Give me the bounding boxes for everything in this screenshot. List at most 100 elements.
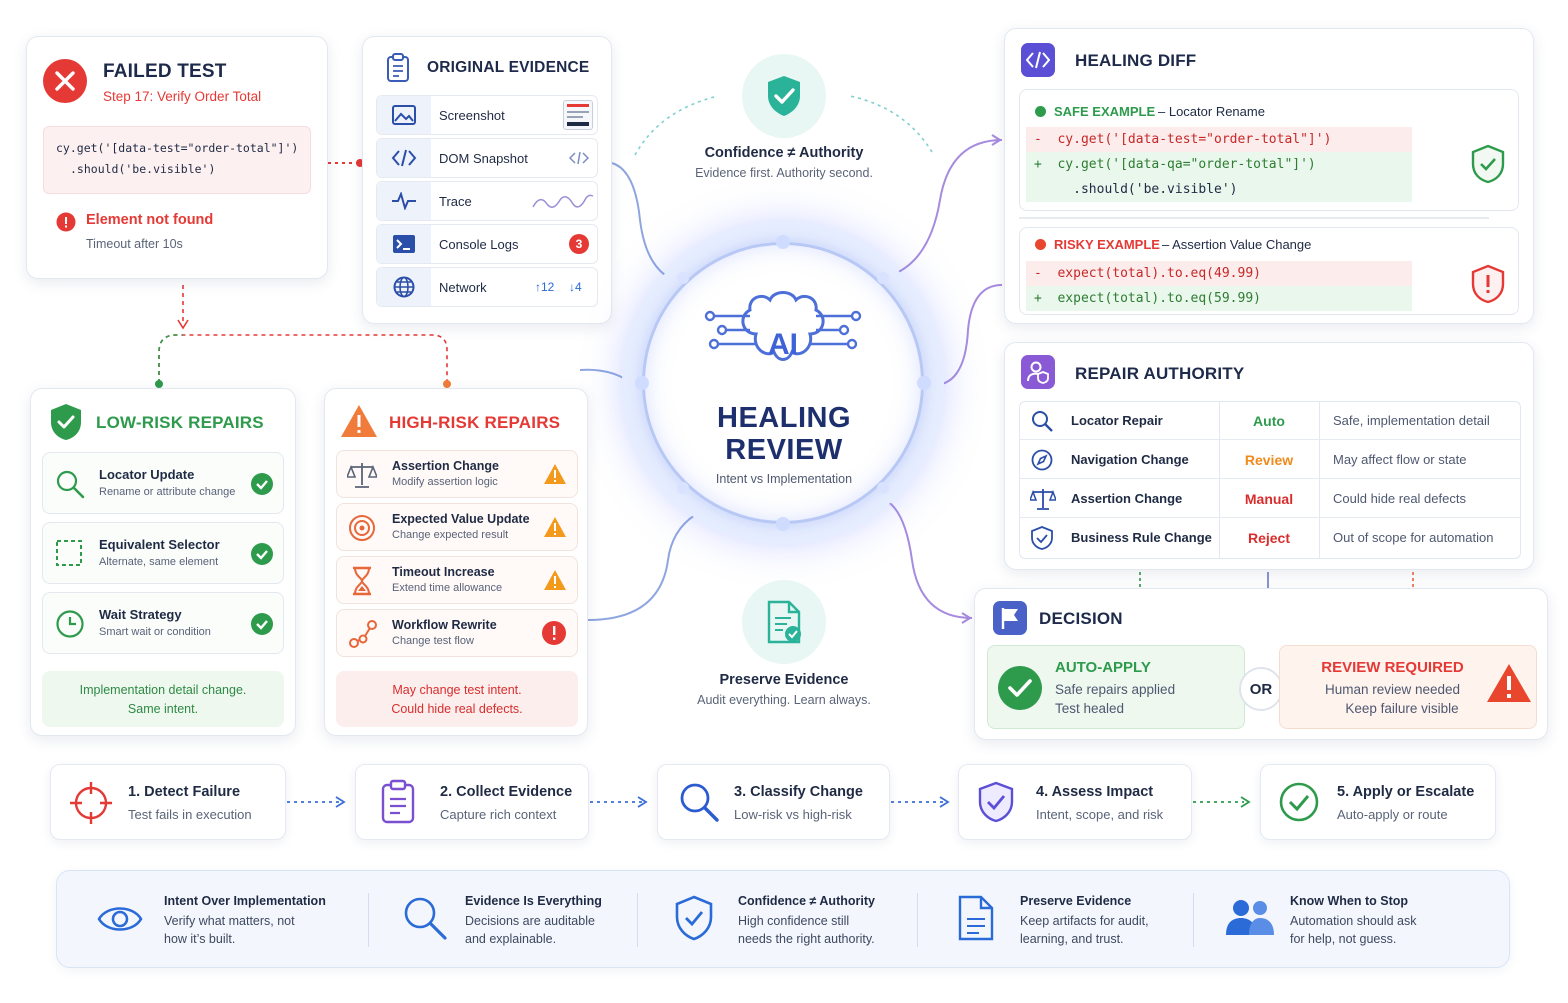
high-risk-item[interactable]: Expected Value Update Change expected re…: [336, 503, 578, 551]
flag-icon: [993, 601, 1027, 635]
principle-title: Intent Over Implementation: [164, 894, 326, 908]
item-sub: Alternate, same element: [99, 556, 219, 568]
evidence-label: Console Logs: [439, 237, 519, 252]
center-bottom-sub: Audit everything. Learn always.: [697, 693, 871, 707]
check-circle-icon: [251, 543, 273, 565]
step-title: 3. Classify Change: [734, 784, 863, 800]
authority-level: Auto: [1253, 413, 1285, 429]
auto-apply-option[interactable]: AUTO-APPLY Safe repairs applied Test hea…: [987, 645, 1245, 729]
safe-example: SAFE EXAMPLE – Locator Rename - cy.get('…: [1019, 89, 1519, 211]
low-risk-item[interactable]: Equivalent Selector Alternate, same elem…: [42, 522, 284, 584]
risky-label: RISKY EXAMPLE: [1054, 237, 1160, 252]
auto-apply-line2: Test healed: [1055, 701, 1125, 716]
low-risk-item[interactable]: Wait Strategy Smart wait or condition: [42, 592, 284, 654]
diff-divider: [1019, 217, 1489, 219]
item-name: Assertion Change: [392, 459, 499, 473]
error-x-icon: [42, 58, 88, 104]
repair-authority-card: REPAIR AUTHORITY Locator Repair Auto Saf…: [1004, 342, 1534, 570]
clipboard-icon: [385, 53, 411, 83]
hub-title-line1: HEALING: [717, 402, 851, 434]
workflow-icon: [348, 619, 378, 649]
step-classify-change[interactable]: 3. Classify Change Low-risk vs high-risk: [657, 764, 890, 840]
principle-line2: for help, not guess.: [1290, 932, 1397, 946]
network-down: ↓4: [569, 280, 582, 294]
principle-line1: Automation should ask: [1290, 914, 1417, 928]
failed-code-block: cy.get('[data-test="order-total"]') .sho…: [43, 126, 311, 194]
item-name: Equivalent Selector: [99, 537, 220, 552]
evidence-network[interactable]: Network ↑12 ↓4: [376, 267, 598, 307]
step-sub: Auto-apply or route: [1337, 807, 1448, 822]
high-risk-item[interactable]: Workflow Rewrite Change test flow: [336, 609, 578, 657]
authority-table: [1019, 401, 1521, 559]
item-name: Timeout Increase: [392, 565, 495, 579]
screenshot-thumbnail: [563, 100, 593, 130]
safe-plus-line: + cy.get('[data-qa="order-total"]'): [1026, 152, 1412, 177]
shield-check-icon: [49, 403, 83, 441]
image-icon: [377, 96, 431, 134]
shield-check-icon: [674, 895, 714, 941]
center-top-sub: Evidence first. Authority second.: [695, 166, 873, 180]
item-sub: Change expected result: [392, 529, 509, 541]
authority-change-type: Locator Repair: [1071, 413, 1163, 428]
principle-divider: [368, 893, 369, 947]
evidence-screenshot[interactable]: Screenshot: [376, 95, 598, 135]
risky-minus-line: - expect(total).to.eq(49.99): [1026, 261, 1412, 286]
check-circle-icon: [1279, 782, 1319, 822]
authority-change-type: Assertion Change: [1071, 491, 1183, 506]
check-circle-icon: [998, 666, 1042, 710]
evidence-console-logs[interactable]: Console Logs 3: [376, 224, 598, 264]
shield-alert-icon: [1470, 264, 1506, 304]
review-line1: Human review needed: [1324, 682, 1461, 697]
high-risk-item[interactable]: Assertion Change Modify assertion logic: [336, 450, 578, 498]
evidence-trace[interactable]: Trace: [376, 181, 598, 221]
hub-ai-label: AI: [768, 328, 798, 361]
step-detect-failure[interactable]: 1. Detect Failure Test fails in executio…: [50, 764, 286, 840]
table-col-divider: [1319, 401, 1320, 559]
magnifier-icon: [55, 469, 85, 499]
principle-divider: [1193, 893, 1194, 947]
document-icon: [957, 895, 995, 941]
step-assess-impact[interactable]: 4. Assess Impact Intent, scope, and risk: [958, 764, 1192, 840]
step-collect-evidence[interactable]: 2. Collect Evidence Capture rich context: [355, 764, 589, 840]
evidence-card: ORIGINAL EVIDENCE Screenshot DOM Snapsho…: [362, 36, 612, 324]
evidence-title: ORIGINAL EVIDENCE: [427, 59, 590, 76]
warning-triangle-icon: [340, 403, 378, 439]
step-title: 2. Collect Evidence: [440, 784, 573, 800]
principle-line2: learning, and trust.: [1020, 932, 1124, 946]
users-icon: [1225, 897, 1275, 937]
authority-row[interactable]: Navigation Change Review May affect flow…: [1019, 440, 1521, 479]
step-apply-or-escalate[interactable]: 5. Apply or Escalate Auto-apply or route: [1260, 764, 1496, 840]
authority-row[interactable]: Assertion Change Manual Could hide real …: [1019, 479, 1521, 518]
risky-desc: – Assertion Value Change: [1162, 237, 1312, 252]
item-sub: Smart wait or condition: [99, 626, 211, 638]
eye-icon: [97, 901, 143, 937]
principle-divider: [637, 893, 638, 947]
authority-desc: Could hide real defects: [1333, 491, 1466, 506]
crosshair-icon: [68, 780, 114, 826]
item-name: Workflow Rewrite: [392, 618, 497, 632]
auto-apply-line1: Safe repairs applied: [1055, 682, 1176, 697]
or-badge: OR: [1239, 667, 1283, 711]
hub-title-line2: REVIEW: [725, 434, 843, 466]
failed-test-card: FAILED TEST Step 17: Verify Order Total …: [26, 36, 328, 279]
step-sub: Capture rich context: [440, 807, 557, 822]
step-sub: Test fails in execution: [128, 807, 252, 822]
review-required-option[interactable]: REVIEW REQUIRED Human review needed Keep…: [1279, 645, 1537, 729]
authority-row[interactable]: Business Rule Change Reject Out of scope…: [1019, 518, 1521, 557]
terminal-icon: [377, 225, 431, 263]
shield-check-outline-icon: [1470, 144, 1506, 184]
decision-card: DECISION AUTO-APPLY Safe repairs applied…: [974, 588, 1548, 740]
authority-row[interactable]: Locator Repair Auto Safe, implementation…: [1019, 401, 1521, 440]
authority-level: Manual: [1244, 491, 1294, 507]
warning-icon: [543, 463, 567, 485]
high-risk-note: May change test intent. Could hide real …: [336, 671, 578, 727]
code-icon: [377, 139, 431, 177]
trace-wave-icon: [532, 192, 594, 212]
evidence-dom-snapshot[interactable]: DOM Snapshot: [376, 138, 598, 178]
high-risk-item[interactable]: Timeout Increase Extend time allowance: [336, 556, 578, 604]
principle-title: Know When to Stop: [1290, 894, 1409, 908]
magnifier-icon: [402, 895, 448, 941]
low-risk-item[interactable]: Locator Update Rename or attribute chang…: [42, 452, 284, 514]
low-risk-card: LOW-RISK REPAIRS Locator Update Rename o…: [30, 388, 296, 736]
